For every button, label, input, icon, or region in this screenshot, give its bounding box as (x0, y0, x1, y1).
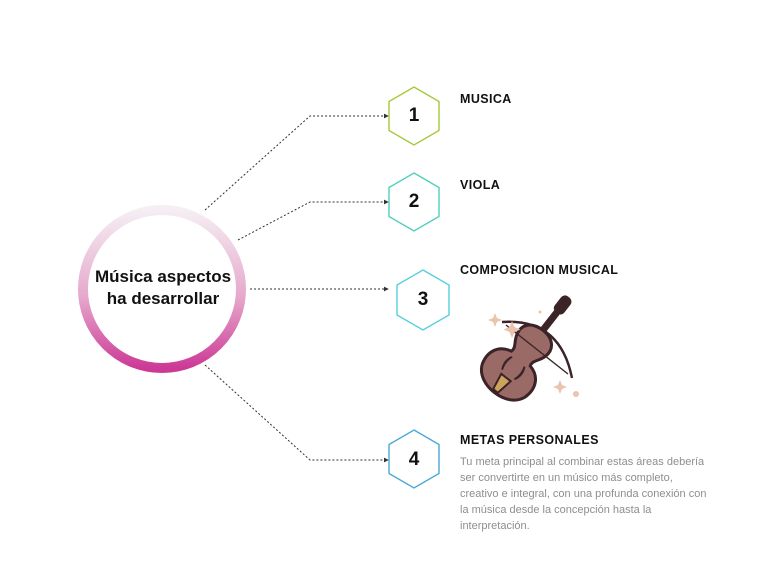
hexagon-3 (396, 269, 450, 331)
connectors (204, 113, 389, 463)
hexagon-4-number: 4 (408, 449, 420, 470)
sparkle-icon (503, 321, 521, 338)
violin-bow-hair (505, 324, 569, 375)
item-title-musica: MUSICA (460, 92, 512, 106)
item-title-composicion: COMPOSICION MUSICAL (460, 263, 619, 277)
violin-bow (501, 320, 574, 379)
sparkle-dot (573, 391, 579, 397)
violin-tailpiece (491, 372, 513, 395)
violin-icon (480, 295, 579, 402)
center-title-line2: ha desarrollar (106, 289, 220, 308)
hexagon-1-number: 1 (408, 105, 420, 126)
violin-scroll (553, 295, 572, 315)
hexagon-2-number: 2 (408, 191, 420, 212)
connector-2 (237, 199, 389, 241)
sparkle-icon (488, 313, 502, 327)
sparkle-dot (538, 310, 542, 314)
item-title-metas: METAS PERSONALES (460, 433, 599, 447)
sparkle-icon (553, 380, 567, 394)
center-title: Música aspectos ha desarrollar (76, 266, 250, 310)
connector-4 (204, 364, 389, 463)
item-description-metas: Tu meta principal al combinar estas área… (460, 456, 707, 532)
hexagon-3-number: 3 (417, 289, 429, 310)
center-ring (78, 205, 246, 373)
item-title-viola: VIOLA (460, 178, 501, 192)
violin-f-hole-left (501, 356, 513, 371)
hexagon-4 (388, 429, 440, 489)
connector-1 (204, 113, 389, 211)
center-title-line1: Música aspectos (94, 267, 232, 286)
hexagon-1 (388, 86, 440, 146)
hexagon-2 (388, 172, 440, 232)
violin-neck (539, 309, 560, 334)
violin-f-hole-right (513, 366, 526, 380)
